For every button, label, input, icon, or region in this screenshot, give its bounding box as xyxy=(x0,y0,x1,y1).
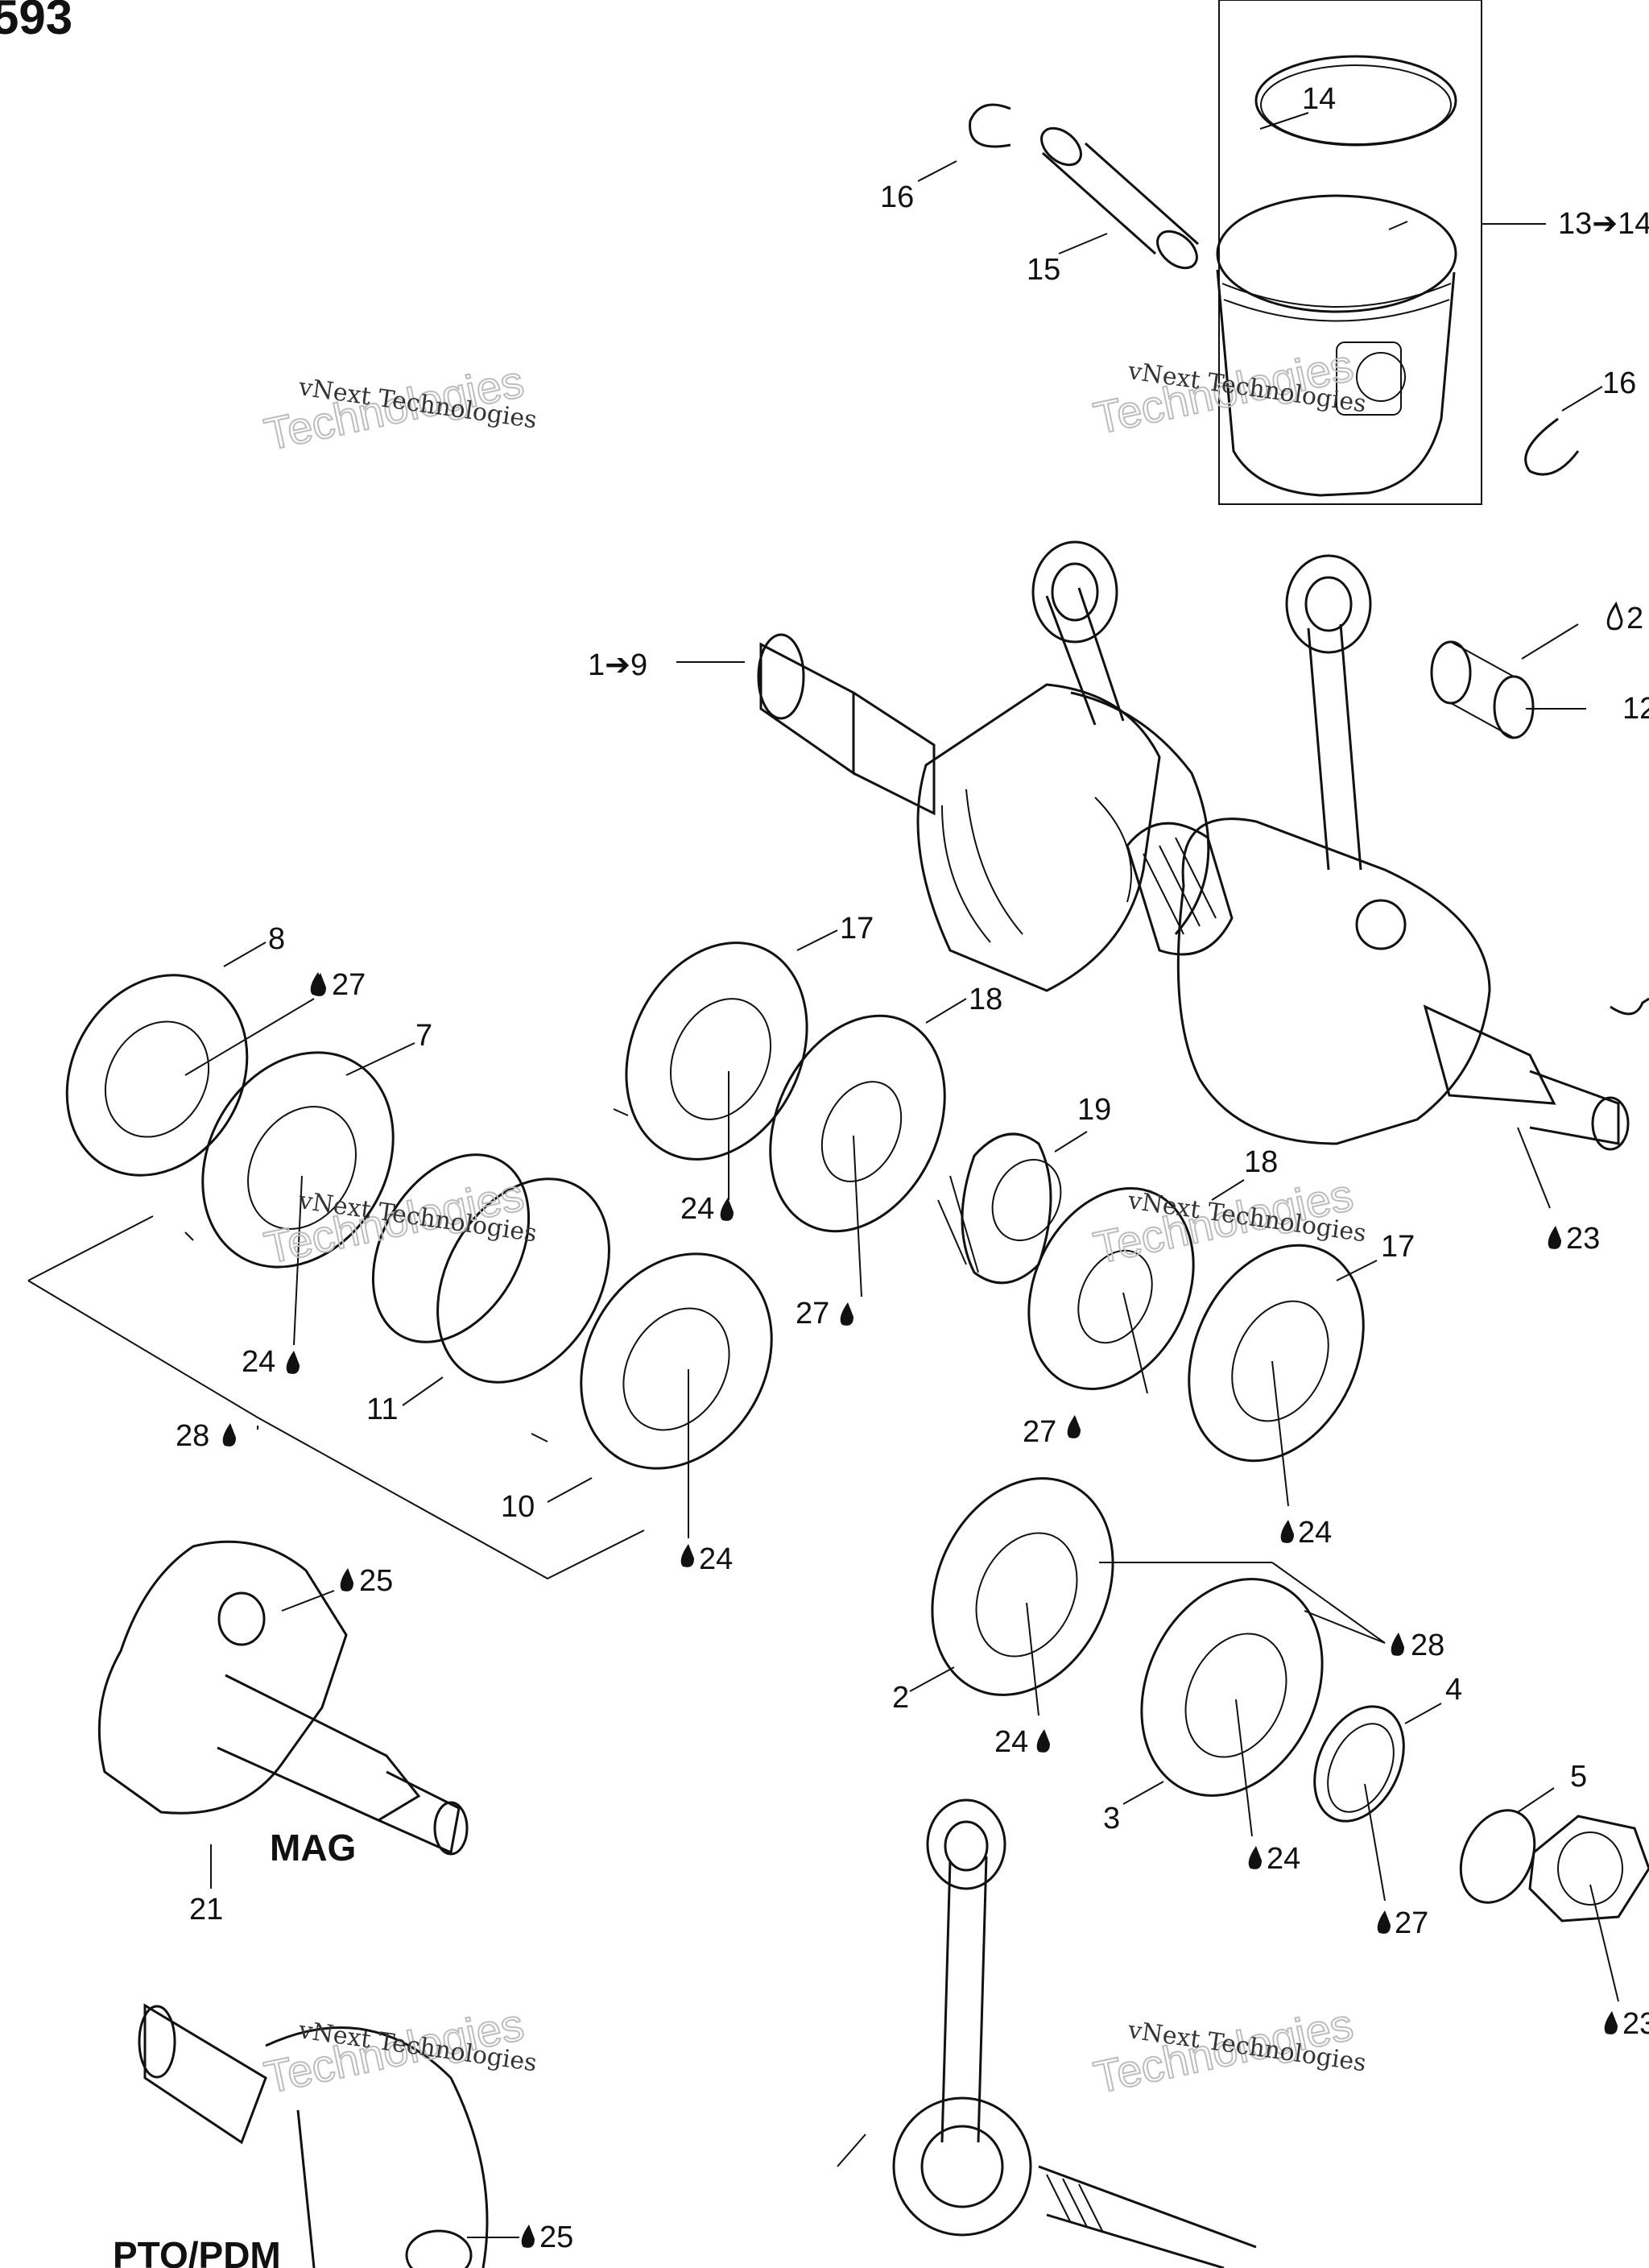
oil-drop-icon xyxy=(1606,601,1623,631)
part-label: 8 xyxy=(268,922,285,956)
part-label: 11 xyxy=(366,1393,398,1426)
left-bearing-group xyxy=(27,974,773,1580)
seal-18-upper xyxy=(769,1014,946,1233)
part-label: 7 xyxy=(415,1019,432,1053)
oil-drop-icon xyxy=(286,1351,300,1374)
gear-19 xyxy=(937,1132,1062,1285)
part-label: 25 xyxy=(359,1564,393,1598)
part-label: 10 xyxy=(501,1490,535,1524)
part-label: 2 xyxy=(1626,602,1643,635)
key xyxy=(1610,997,1649,1016)
part-label: 16 xyxy=(1602,366,1636,400)
oil-drop-icon xyxy=(680,1544,694,1567)
part-label: 25 xyxy=(539,2220,573,2254)
oil-drop-icons xyxy=(222,601,1623,2248)
part-labels: 14 16 15 13➔14 16 1➔9 2 12 8 27 7 17 18 … xyxy=(176,82,1649,2254)
seal-4 xyxy=(1313,1705,1405,1823)
part-label: 28 xyxy=(1411,1629,1444,1662)
oil-drop-icon xyxy=(1280,1520,1294,1543)
part-label: 1➔9 xyxy=(588,648,647,682)
piston-group xyxy=(1216,0,1546,505)
diagram-title: 593 xyxy=(0,0,72,44)
part-label: 27 xyxy=(1395,1906,1428,1940)
part-label: 14 xyxy=(1302,82,1336,116)
oil-drop-icon xyxy=(1391,1633,1404,1656)
oil-drop-icon xyxy=(521,2225,535,2248)
part-label: 28 xyxy=(176,1419,209,1453)
part-label: 16 xyxy=(880,180,914,214)
watermarks: Technologies vNext Technologies Technolo… xyxy=(259,338,1368,2104)
part-label: 17 xyxy=(1381,1230,1415,1264)
bearing-2 xyxy=(931,1477,1114,1696)
needle-bearing-12 xyxy=(1430,640,1535,739)
circlip-16 xyxy=(969,103,1011,148)
part-label: 24 xyxy=(242,1345,275,1379)
part-label: 27 xyxy=(796,1297,829,1331)
part-label: 21 xyxy=(189,1893,223,1927)
part-label: 24 xyxy=(1267,1842,1300,1876)
crankshaft-assembly xyxy=(757,540,1630,1151)
washer-5 xyxy=(1459,1809,1536,1904)
oil-drop-icon xyxy=(310,972,324,995)
part-label: 18 xyxy=(1244,1145,1278,1179)
oil-drop-icon xyxy=(340,1568,353,1591)
part-label: 23 xyxy=(1622,2007,1649,2041)
bearing-17-upper xyxy=(613,942,808,1161)
bearing-17-lower xyxy=(1188,1244,1365,1463)
piston-pin-15 xyxy=(1040,126,1199,270)
oil-drop-icon xyxy=(1248,1846,1262,1869)
oil-drop-icon xyxy=(720,1198,734,1221)
part-label: 24 xyxy=(994,1725,1028,1759)
part-label: 15 xyxy=(1027,253,1060,287)
part-label: 2 xyxy=(892,1681,909,1715)
part-label: 23 xyxy=(1566,1222,1600,1256)
part-label: 5 xyxy=(1570,1760,1587,1794)
part-label: 27 xyxy=(332,968,366,1002)
oil-drop-icon xyxy=(1067,1415,1081,1438)
part-label: 18 xyxy=(969,983,1002,1016)
mag-crank-half-21 xyxy=(97,1540,469,1889)
seal-18-lower xyxy=(1027,1187,1195,1390)
oil-drop-icon xyxy=(1548,1226,1561,1249)
nut xyxy=(1528,1815,1649,1922)
circlip-16b xyxy=(1524,417,1580,476)
bearing-3 xyxy=(1140,1578,1324,1797)
part-label: 4 xyxy=(1445,1673,1462,1707)
oil-drop-icon xyxy=(840,1302,853,1326)
pto-crank-half xyxy=(138,2003,489,2268)
section-label-pto: PTO/PDM xyxy=(113,2234,281,2268)
section-label-mag: MAG xyxy=(270,1827,356,1869)
part-label: 19 xyxy=(1077,1093,1111,1127)
oil-drop-icon xyxy=(1036,1729,1050,1753)
part-label: 24 xyxy=(699,1542,733,1576)
part-label: 27 xyxy=(1023,1415,1056,1449)
part-label: 12 xyxy=(1622,692,1649,726)
leader-lines xyxy=(184,112,1619,2238)
part-label: 17 xyxy=(840,912,874,946)
part-label: 24 xyxy=(1298,1516,1332,1550)
oil-drop-icon xyxy=(1604,2011,1618,2034)
oil-drop-icon xyxy=(222,1423,236,1446)
part-label: 3 xyxy=(1103,1802,1120,1836)
part-label: 24 xyxy=(680,1192,714,1226)
oil-drop-icon xyxy=(1377,1910,1391,1934)
part-label: 13➔14 xyxy=(1558,207,1649,241)
conrod-lower xyxy=(837,1798,1257,2268)
